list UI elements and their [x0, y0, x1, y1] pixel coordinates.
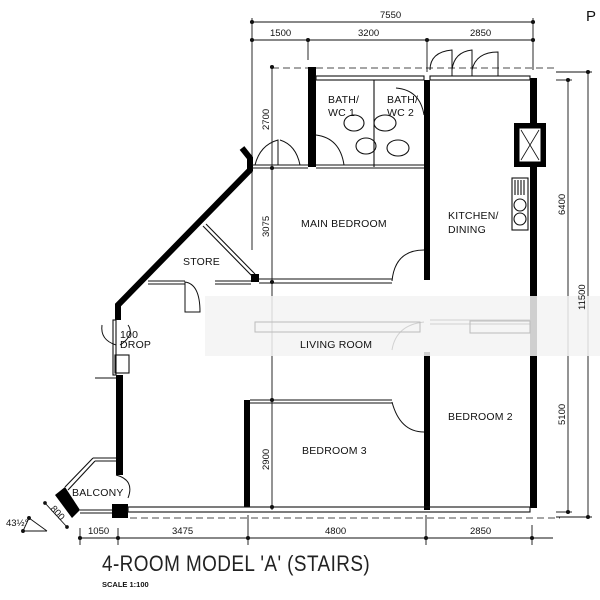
dim-top-2: 3200 — [358, 28, 379, 39]
label-drop-number: 100 — [120, 329, 138, 341]
label-bath2-wc: WC 2 — [387, 107, 414, 119]
label-balcony: BALCONY — [72, 487, 124, 499]
label-store: STORE — [183, 256, 220, 268]
dim-kitchen-height: 6400 — [557, 194, 568, 215]
watermark-shapes — [254, 320, 531, 334]
dim-top-1: 1500 — [270, 28, 291, 39]
label-bedroom2: BEDROOM 2 — [448, 411, 513, 423]
label-bath1-wc: WC 1 — [328, 107, 355, 119]
dim-bottom-2: 3475 — [172, 526, 193, 537]
dim-bath-height: 2700 — [261, 109, 272, 130]
label-living-room: LIVING ROOM — [300, 339, 372, 351]
dim-angle: 43½° — [6, 518, 28, 529]
dim-right-total: 11500 — [577, 284, 588, 310]
dim-bottom-1: 1050 — [88, 526, 109, 537]
label-kitchen: KITCHEN/ — [448, 210, 499, 222]
label-bath1: BATH/ — [328, 94, 359, 106]
dim-bedroom2-height: 5100 — [557, 404, 568, 425]
label-bedroom3: BEDROOM 3 — [302, 445, 367, 457]
dim-top-3: 2850 — [470, 28, 491, 39]
plan-scale: SCALE 1:100 — [102, 580, 149, 589]
dimension-lines — [21, 18, 592, 545]
plan-title: 4-ROOM MODEL 'A' (STAIRS) — [102, 551, 371, 576]
diagonal-wall — [115, 146, 253, 320]
dim-bedroom3-height: 2900 — [261, 449, 272, 470]
dim-bottom-3: 4800 — [325, 526, 346, 537]
label-drop: DROP — [120, 339, 151, 351]
label-main-bedroom: MAIN BEDROOM — [301, 218, 387, 230]
door-swings — [101, 49, 499, 499]
dim-main-bedroom-height: 3075 — [261, 216, 272, 237]
watermark-band — [205, 296, 600, 356]
label-dining: DINING — [448, 224, 486, 236]
partitions — [64, 75, 531, 514]
balcony-wall — [55, 487, 80, 518]
label-bath2: BATH/ — [387, 94, 418, 106]
roof-outline — [130, 67, 560, 519]
corner-letter: P — [586, 8, 597, 25]
dim-top-total: 7550 — [380, 10, 401, 21]
dim-bottom-4: 2850 — [470, 526, 491, 537]
room-labels: BATH/ WC 1 BATH/ WC 2 MAIN BEDROOM KITCH… — [72, 94, 513, 499]
